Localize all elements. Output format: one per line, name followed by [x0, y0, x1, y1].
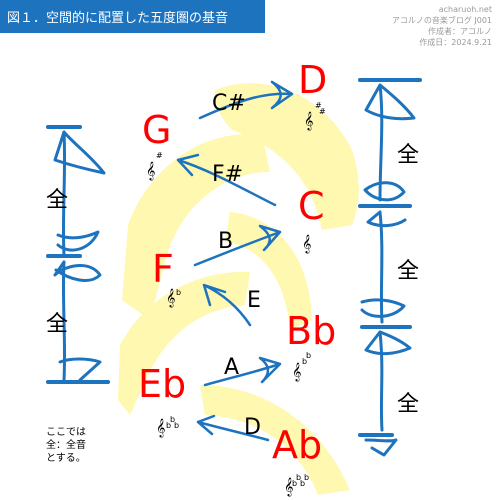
sharp-sign: #	[319, 107, 326, 116]
whole-label-right-2: 全	[397, 259, 419, 284]
treble-clef-icon: 𝄞	[284, 477, 293, 497]
flat-sign: b	[174, 421, 179, 430]
whole-label-right-3: 全	[397, 392, 419, 417]
right-whole-tone-bracket	[358, 78, 422, 457]
arrow-fsharp-g	[176, 153, 277, 207]
flat-sign: b	[292, 479, 297, 488]
treble-clef-icon: 𝄞	[166, 288, 175, 308]
note-c: C	[298, 184, 325, 228]
note-e: E	[247, 288, 261, 313]
key-sig-ab: 𝄞 b b b b	[284, 473, 309, 497]
flat-sign: b	[300, 479, 305, 488]
yellow-bands	[118, 83, 359, 495]
yellow-band-1	[214, 83, 359, 230]
flat-sign: b	[306, 351, 311, 360]
whole-label-left-2: 全	[46, 312, 68, 337]
note-b: B	[218, 229, 233, 254]
yellow-band-4	[118, 271, 250, 415]
note-d-black: D	[244, 415, 261, 440]
whole-label-right-1: 全	[397, 143, 419, 168]
treble-clef-icon: 𝄞	[302, 234, 311, 254]
figure-title: 図１．空間的に配置した五度圏の基音	[7, 11, 229, 26]
author: 作成者：アコルノ	[428, 27, 492, 36]
note-eb: Eb	[138, 362, 186, 406]
treble-clef-icon: 𝄞	[146, 161, 155, 181]
key-sig-eb: 𝄞 b b b	[156, 415, 179, 438]
note-f: F	[152, 247, 174, 291]
key-sig-g: 𝄞 #	[146, 151, 163, 181]
created-date: 作成日：2024.9.21	[419, 38, 492, 47]
note-c-sharp: C#	[212, 91, 246, 116]
site-name: acharuoh.net	[438, 5, 492, 14]
flat-sign: b	[166, 421, 171, 430]
yellow-band-2	[122, 134, 270, 320]
flat-sign: b	[302, 357, 307, 366]
note-g: G	[142, 108, 171, 152]
key-sig-bb: 𝄞 b b	[292, 351, 311, 382]
note-bb: Bb	[286, 309, 336, 353]
arrow-d-eb	[196, 414, 270, 442]
blog-name: アコルノの音楽ブログ J001	[391, 16, 492, 25]
arrows	[176, 80, 294, 442]
note-line-3: とする。	[46, 453, 86, 464]
header-bar: 図１．空間的に配置した五度圏の基音	[0, 0, 265, 33]
flat-sign: b	[170, 415, 175, 424]
note-a: A	[224, 355, 239, 380]
flat-sign: b	[296, 473, 301, 482]
yellow-band-5	[200, 385, 350, 495]
meta-info: acharuoh.net アコルノの音楽ブログ J001 作成者：アコルノ 作成…	[392, 4, 492, 48]
note-line-1: ここでは	[46, 427, 86, 438]
treble-clef-icon: 𝄞	[304, 111, 313, 131]
red-notes: D G C F Bb Eb Ab	[138, 58, 336, 467]
treble-clef-icon: 𝄞	[292, 362, 301, 382]
note-line-2: 全：全音	[46, 440, 86, 451]
key-sig-d: 𝄞 # #	[304, 101, 326, 131]
key-signatures: 𝄞 # # 𝄞 # 𝄞 𝄞 b 𝄞 b b 𝄞 b b b 𝄞 b	[146, 101, 326, 497]
treble-clef-icon: 𝄞	[156, 418, 165, 438]
arrow-e-f	[202, 283, 252, 327]
arrow-csharp-d	[198, 80, 294, 120]
flat-sign: b	[176, 288, 181, 297]
sharp-sign: #	[156, 151, 163, 160]
flat-sign: b	[304, 473, 309, 482]
whole-tone-labels: 全 全 全 全 全	[46, 143, 419, 417]
note-f-sharp: F#	[212, 162, 243, 187]
arrow-a-bb	[203, 356, 282, 387]
note-d: D	[298, 58, 327, 102]
key-sig-f: 𝄞 b	[166, 288, 181, 308]
yellow-band-3	[225, 212, 312, 330]
note-ab: Ab	[272, 423, 322, 467]
left-whole-tone-bracket	[46, 125, 110, 384]
key-sig-c: 𝄞	[302, 234, 311, 254]
explanation-note: ここでは 全：全音 とする。	[46, 426, 86, 465]
sharp-sign: #	[315, 101, 322, 110]
black-notes: C# F# B E A D	[212, 91, 261, 440]
whole-label-left-1: 全	[46, 188, 68, 213]
arrow-b-c	[193, 224, 282, 267]
